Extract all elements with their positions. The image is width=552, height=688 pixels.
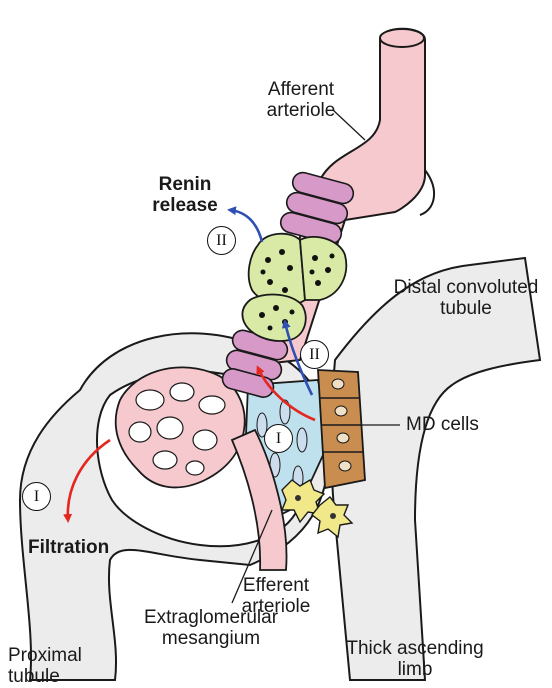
marker-two-renin: II xyxy=(207,226,236,255)
marker-one-md: I xyxy=(264,424,293,453)
marker-one-filtration: I xyxy=(22,482,51,511)
renin-release-label: Renin release xyxy=(140,174,230,216)
distal-convoluted-tubule-label: Distal convoluted tubule xyxy=(385,277,547,319)
proximal-tubule-label: Proximal tubule xyxy=(8,645,82,687)
macula-densa-cells xyxy=(318,370,365,488)
granular-cells xyxy=(242,234,346,341)
marker-two-md: II xyxy=(300,340,329,369)
thick-ascending-limb-label: Thick ascending limb xyxy=(335,638,495,680)
md-cells-label: MD cells xyxy=(406,414,479,435)
afferent-arteriole-label: Afferent arteriole xyxy=(246,79,356,121)
extraglomerular-mesangium-label: Extraglomerular mesangium xyxy=(141,607,281,649)
filtration-label: Filtration xyxy=(28,537,109,558)
